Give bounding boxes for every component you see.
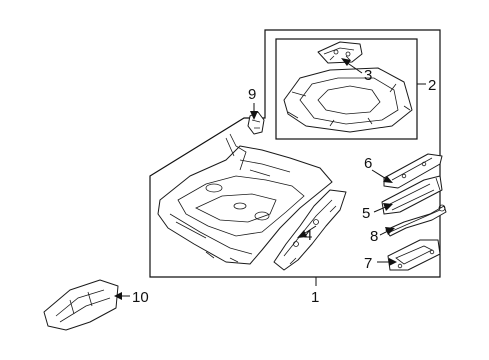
leader-10 (114, 292, 130, 300)
heat-shield-part-10 (43, 279, 119, 331)
spare-wheel-pan-part-2 (283, 67, 413, 133)
leader-3 (341, 58, 363, 74)
strap-part-8 (385, 204, 447, 237)
callout-10: 10 (132, 289, 149, 306)
leader-8 (379, 227, 395, 236)
leader-5 (373, 203, 393, 213)
clip-part-9 (247, 111, 265, 135)
callout-4: 4 (304, 227, 312, 244)
callout-2: 2 (428, 77, 436, 94)
rear-floor-pan (157, 133, 333, 265)
rear-member-part-5 (381, 175, 443, 215)
support-part-7 (387, 239, 441, 271)
leader-9 (250, 103, 258, 120)
callout-3: 3 (364, 67, 372, 84)
callout-7: 7 (364, 255, 372, 272)
cross-rail-part-6 (383, 153, 443, 189)
bracket-part-3 (317, 41, 363, 64)
callout-9: 9 (248, 86, 256, 103)
callout-8: 8 (370, 228, 378, 245)
leader-4 (297, 225, 317, 238)
spare-pan-box (275, 38, 418, 140)
callout-6: 6 (364, 155, 372, 172)
leader-6 (371, 169, 393, 183)
assembly-box (149, 29, 441, 278)
callout-5: 5 (362, 205, 370, 222)
callout-1: 1 (311, 289, 319, 306)
leader-7 (377, 258, 397, 266)
